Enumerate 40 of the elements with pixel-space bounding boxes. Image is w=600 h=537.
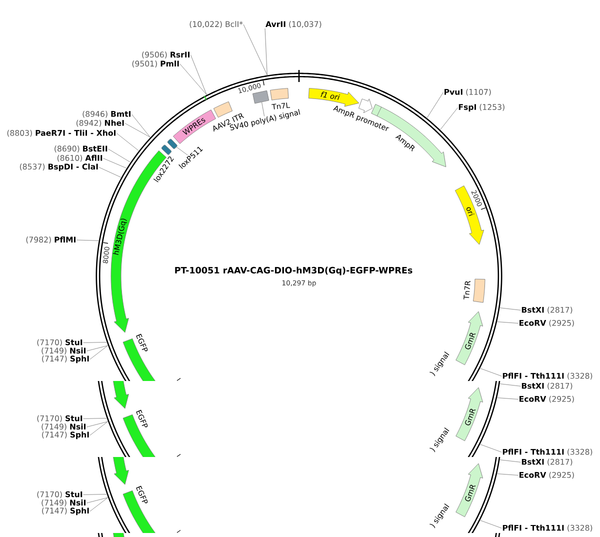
- map-title: PT-10051 rAAV-CAG-DIO-hM3D(Gq)-EGFP-WPREs: [175, 266, 412, 276]
- leader-line: [176, 146, 188, 156]
- leader-line: [497, 398, 519, 400]
- plasmid-backbone: [98, 457, 130, 533]
- leader-line: [124, 123, 150, 138]
- leader-line: [76, 240, 99, 241]
- leader-line: [480, 444, 502, 452]
- leader-line: [90, 497, 108, 512]
- leader-line: [90, 421, 108, 436]
- leader-line: [480, 368, 502, 376]
- leader-line: [500, 460, 521, 462]
- leader-line: [108, 148, 131, 162]
- plasmid-backbone: [495, 533, 500, 537]
- leader-line: [116, 133, 139, 151]
- feature-block: [113, 532, 124, 537]
- leader-line: [243, 24, 268, 76]
- leader-line: [86, 421, 108, 428]
- leader-line: [86, 497, 108, 504]
- leader-line: [480, 520, 502, 528]
- leader-line: [440, 107, 458, 130]
- leader-line: [90, 345, 108, 360]
- plasmid-backbone: [98, 381, 130, 457]
- leader-line: [131, 114, 150, 138]
- leader-line: [426, 92, 444, 118]
- leader-line: [83, 418, 107, 419]
- leader-line: [262, 102, 265, 116]
- leader-line: [500, 308, 521, 310]
- leader-line: [500, 384, 521, 386]
- leader-line: [497, 474, 519, 476]
- leader-line: [83, 494, 107, 495]
- leader-line: [98, 167, 122, 178]
- leader-line: [190, 54, 207, 95]
- leader-line: [180, 64, 207, 95]
- plasmid-backbone: [98, 533, 104, 537]
- leader-line: [83, 342, 107, 343]
- site-symbol: [167, 138, 178, 149]
- leader-line: [497, 322, 519, 324]
- leader-line: [264, 28, 268, 76]
- leader-line: [86, 345, 108, 352]
- leader-line: [103, 158, 127, 168]
